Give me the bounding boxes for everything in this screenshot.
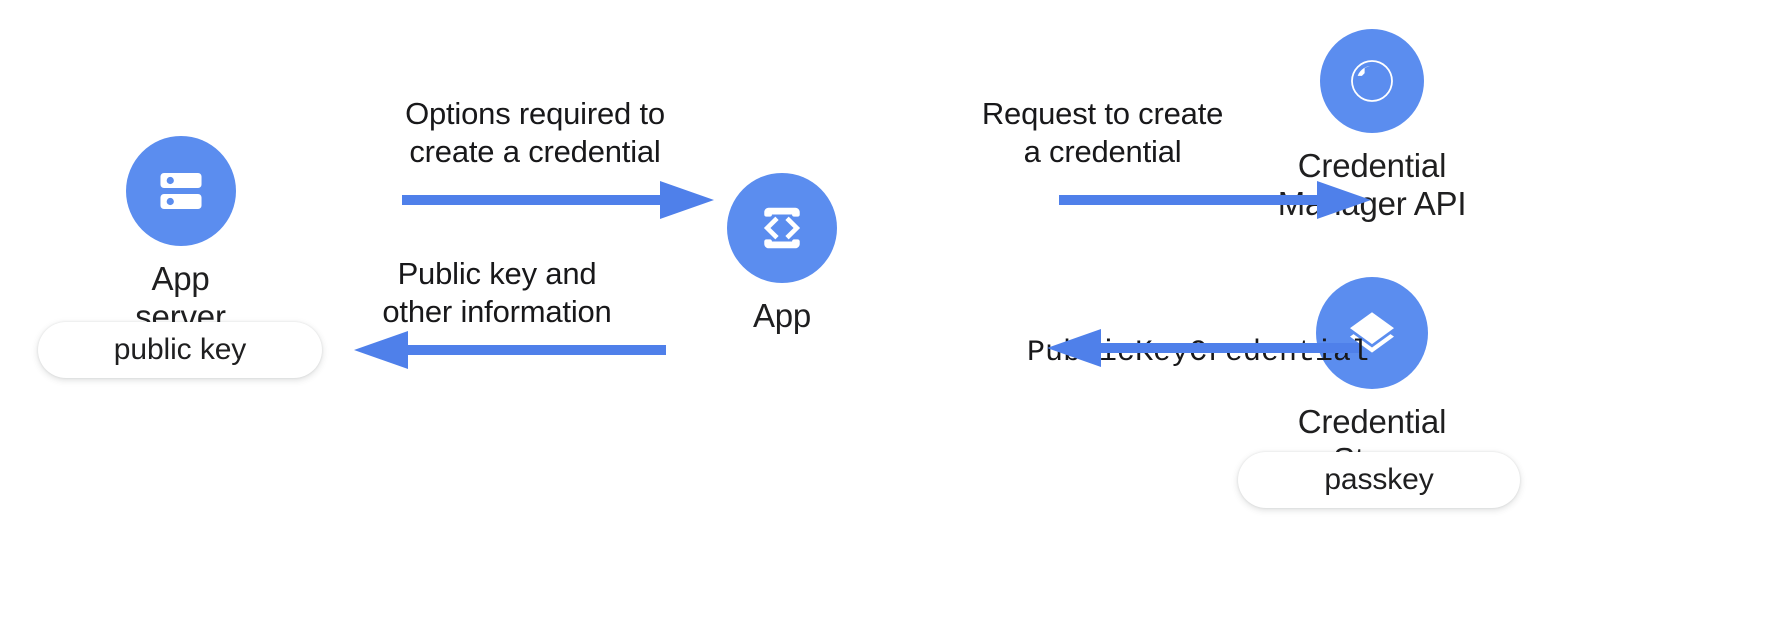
server-icon — [159, 173, 202, 209]
app-circle — [727, 173, 837, 283]
node-credential-store: Credential Store — [1256, 277, 1488, 480]
chip-public-key: public key — [38, 322, 322, 378]
credential-manager-api-circle — [1320, 29, 1424, 133]
arrow-app-to-api — [1059, 178, 1371, 222]
edge-label-server-to-app: Options required to create a credential — [405, 96, 665, 169]
node-app-server: App server — [103, 136, 258, 337]
node-app: App — [727, 173, 837, 335]
globe-icon — [1351, 60, 1393, 102]
credential-store-circle — [1316, 277, 1428, 389]
layers-icon — [1350, 312, 1394, 353]
app-server-circle — [125, 136, 236, 246]
edge-label-app-to-server: Public key and other information — [382, 256, 612, 329]
arrow-app-to-server — [354, 328, 666, 372]
chip-passkey-label: passkey — [1324, 463, 1434, 496]
chip-passkey: passkey — [1238, 452, 1520, 508]
app-label: App — [752, 297, 812, 334]
chip-public-key-label: public key — [113, 333, 247, 366]
edge-label-app-to-api: Request to create a credential — [981, 96, 1224, 169]
arrow-server-to-app — [402, 178, 714, 222]
phone-code-icon — [763, 207, 801, 249]
arrow-store-to-app — [1047, 326, 1359, 370]
